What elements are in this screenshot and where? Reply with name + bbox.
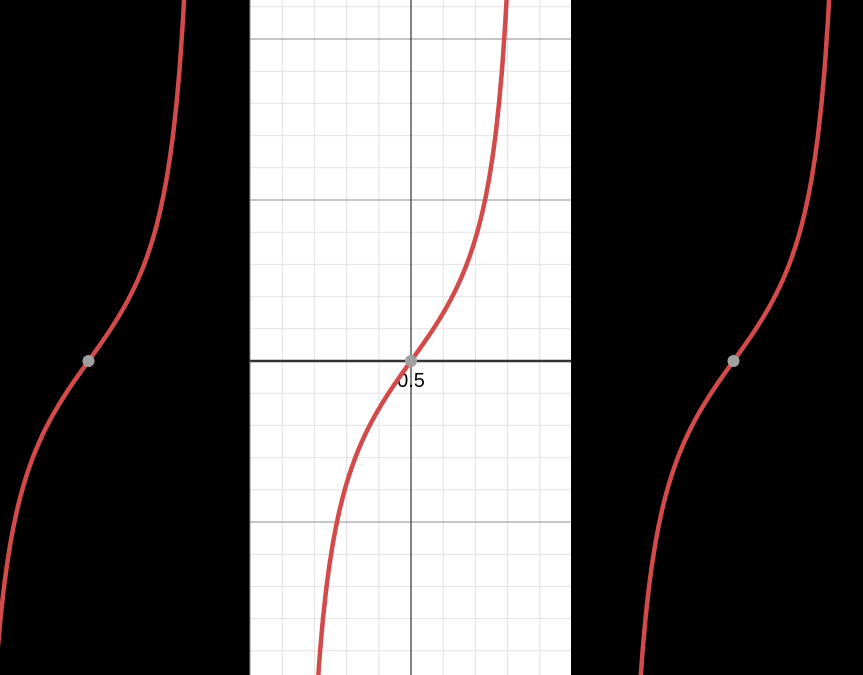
x-tick-label: 0.5 — [397, 370, 425, 392]
zero-point-1[interactable] — [405, 355, 417, 367]
zero-point-0[interactable] — [82, 355, 95, 367]
zero-point-2[interactable] — [727, 355, 740, 367]
points-layer — [82, 355, 740, 367]
grid-panel: 0.5 — [249, 0, 571, 675]
